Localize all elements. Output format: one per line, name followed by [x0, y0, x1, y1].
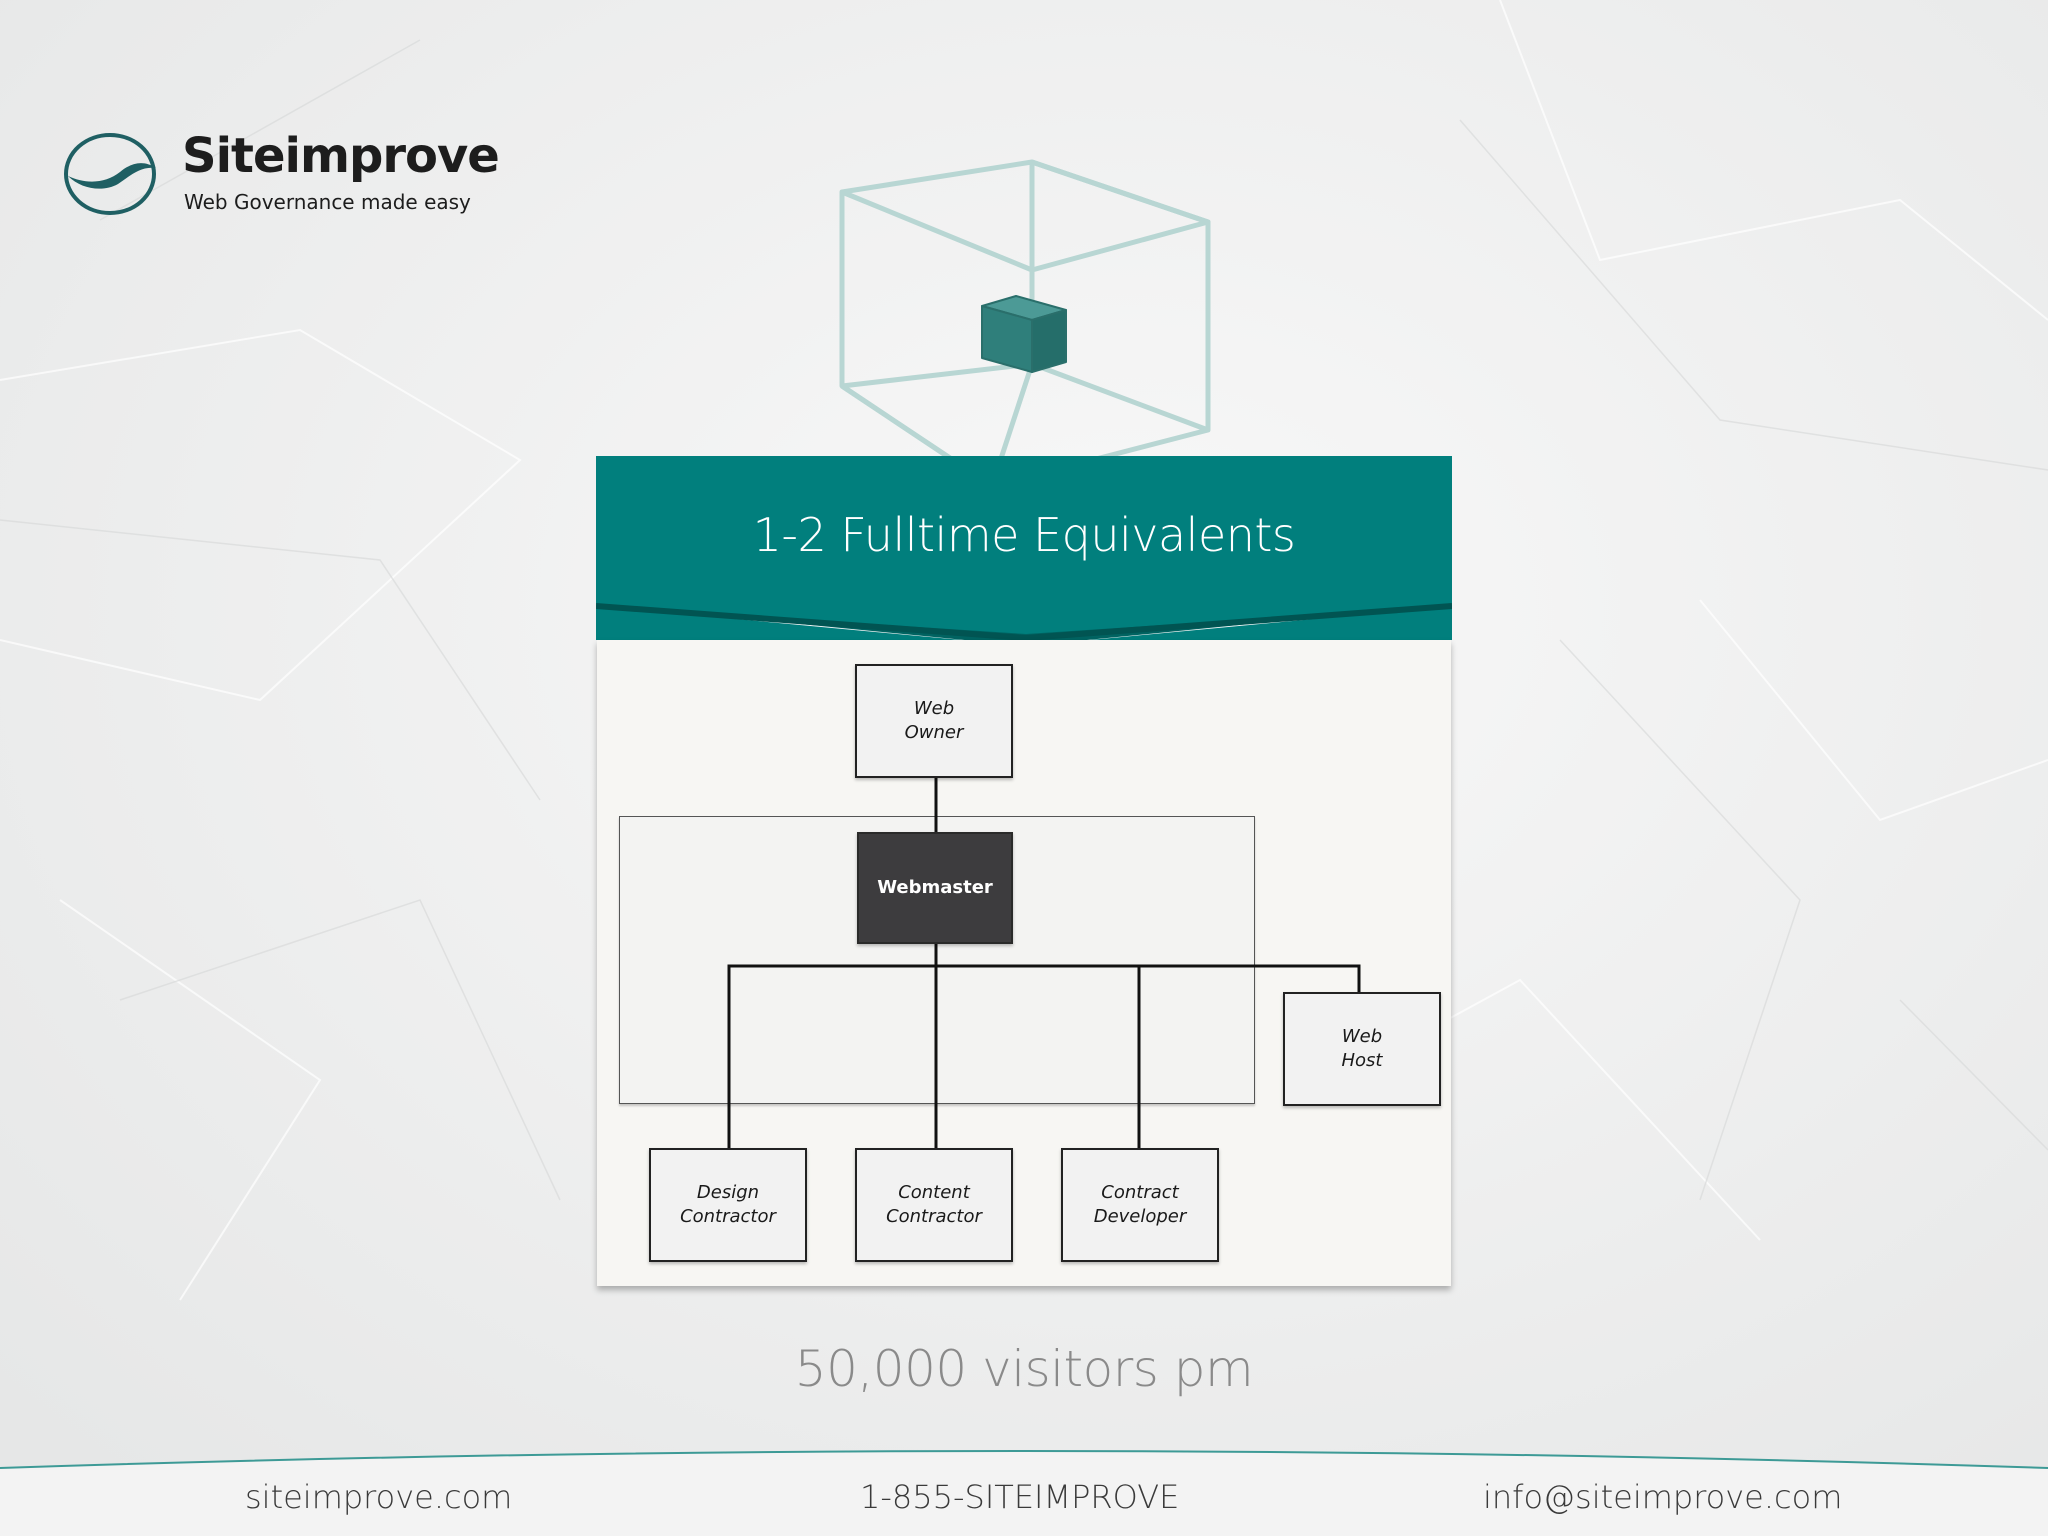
brand-name: Siteimprove — [182, 128, 500, 184]
footer-website-link[interactable]: siteimprove.com — [245, 1478, 513, 1516]
footer-email-link[interactable]: info@siteimprove.com — [1483, 1478, 1843, 1516]
footer-divider — [0, 1450, 2048, 1536]
node-design-contractor: Design Contractor — [649, 1148, 807, 1262]
node-web-owner: Web Owner — [855, 664, 1013, 778]
siteimprove-logo-icon — [64, 133, 156, 215]
footer-phone[interactable]: 1-855-SITEIMPROVE — [860, 1478, 1180, 1516]
siteimprove-logo[interactable]: Siteimprove Web Governance made easy — [60, 128, 500, 228]
brand-tagline: Web Governance made easy — [184, 190, 471, 214]
visitors-caption: 50,000 visitors pm — [794, 1340, 1254, 1398]
banner-shape — [596, 456, 1452, 652]
title-banner: 1-2 Fulltime Equivalents — [596, 456, 1452, 652]
nested-cube-icon — [839, 159, 1211, 489]
node-contract-developer: Contract Developer — [1061, 1148, 1219, 1262]
node-content-contractor: Content Contractor — [855, 1148, 1013, 1262]
banner-title: 1-2 Fulltime Equivalents — [752, 508, 1296, 562]
org-chart-connectors — [727, 778, 1361, 1148]
node-webmaster: Webmaster — [857, 832, 1013, 944]
node-web-host: Web Host — [1283, 992, 1441, 1106]
org-chart-panel: Web Owner Webmaster Web Host Design Cont… — [597, 640, 1451, 1286]
